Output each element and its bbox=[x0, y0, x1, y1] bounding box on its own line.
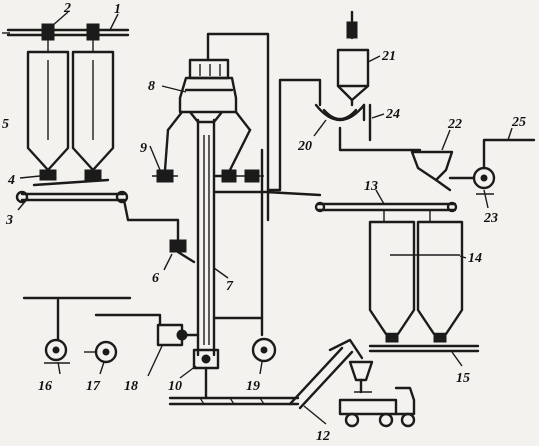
fan-23 bbox=[448, 166, 496, 195]
callout-25: 25 bbox=[511, 115, 526, 130]
inclined-conveyor bbox=[288, 338, 364, 410]
left-bunkers bbox=[26, 50, 115, 187]
filter-21 bbox=[336, 10, 370, 122]
callout-15: 15 bbox=[456, 371, 470, 386]
callout-22: 22 bbox=[447, 117, 462, 132]
hopper-22 bbox=[410, 150, 454, 192]
main-column bbox=[196, 118, 216, 357]
callout-6: 6 bbox=[152, 271, 159, 286]
callout-4: 4 bbox=[7, 173, 15, 188]
side-valves bbox=[152, 128, 264, 183]
callout-9: 9 bbox=[140, 141, 147, 156]
bottom-conveyor bbox=[168, 366, 300, 406]
callout-18: 18 bbox=[124, 379, 138, 394]
callout-23: 23 bbox=[483, 211, 498, 226]
callout-8: 8 bbox=[148, 79, 155, 94]
blower-17 bbox=[84, 340, 118, 364]
blower-16 bbox=[44, 338, 70, 364]
reactor-head bbox=[166, 58, 252, 132]
unit-18 bbox=[156, 323, 200, 347]
callout-16: 16 bbox=[38, 379, 52, 394]
collecting-belt-conveyor bbox=[15, 190, 129, 204]
callout-21: 21 bbox=[381, 49, 396, 64]
callout-7: 7 bbox=[226, 279, 234, 294]
callout-labels: 1 2 3 4 5 6 7 8 9 10 12 13 14 15 16 17 1… bbox=[2, 1, 526, 444]
callout-2: 2 bbox=[63, 1, 71, 16]
transfer-conveyor-13 bbox=[314, 201, 458, 222]
callout-14: 14 bbox=[468, 251, 482, 266]
callout-19: 19 bbox=[246, 379, 260, 394]
callout-17: 17 bbox=[86, 379, 101, 394]
callout-5: 5 bbox=[2, 117, 9, 132]
callout-3: 3 bbox=[5, 213, 13, 228]
callout-1: 1 bbox=[114, 2, 121, 17]
truck bbox=[338, 386, 416, 428]
callout-10: 10 bbox=[168, 379, 182, 394]
cyclone-20 bbox=[314, 103, 366, 147]
callout-13: 13 bbox=[364, 179, 378, 194]
pump-19 bbox=[251, 337, 277, 363]
feeder-6 bbox=[169, 239, 196, 264]
callout-20: 20 bbox=[297, 139, 312, 154]
leader-lines bbox=[17, 11, 513, 425]
top-feed-conveyor bbox=[2, 23, 130, 52]
callout-24: 24 bbox=[385, 107, 400, 122]
discharge-belt-15 bbox=[368, 344, 480, 353]
callout-12: 12 bbox=[316, 429, 330, 444]
storage-silos bbox=[368, 220, 464, 343]
loading-hopper bbox=[348, 360, 374, 394]
pipe-25 bbox=[482, 138, 536, 170]
